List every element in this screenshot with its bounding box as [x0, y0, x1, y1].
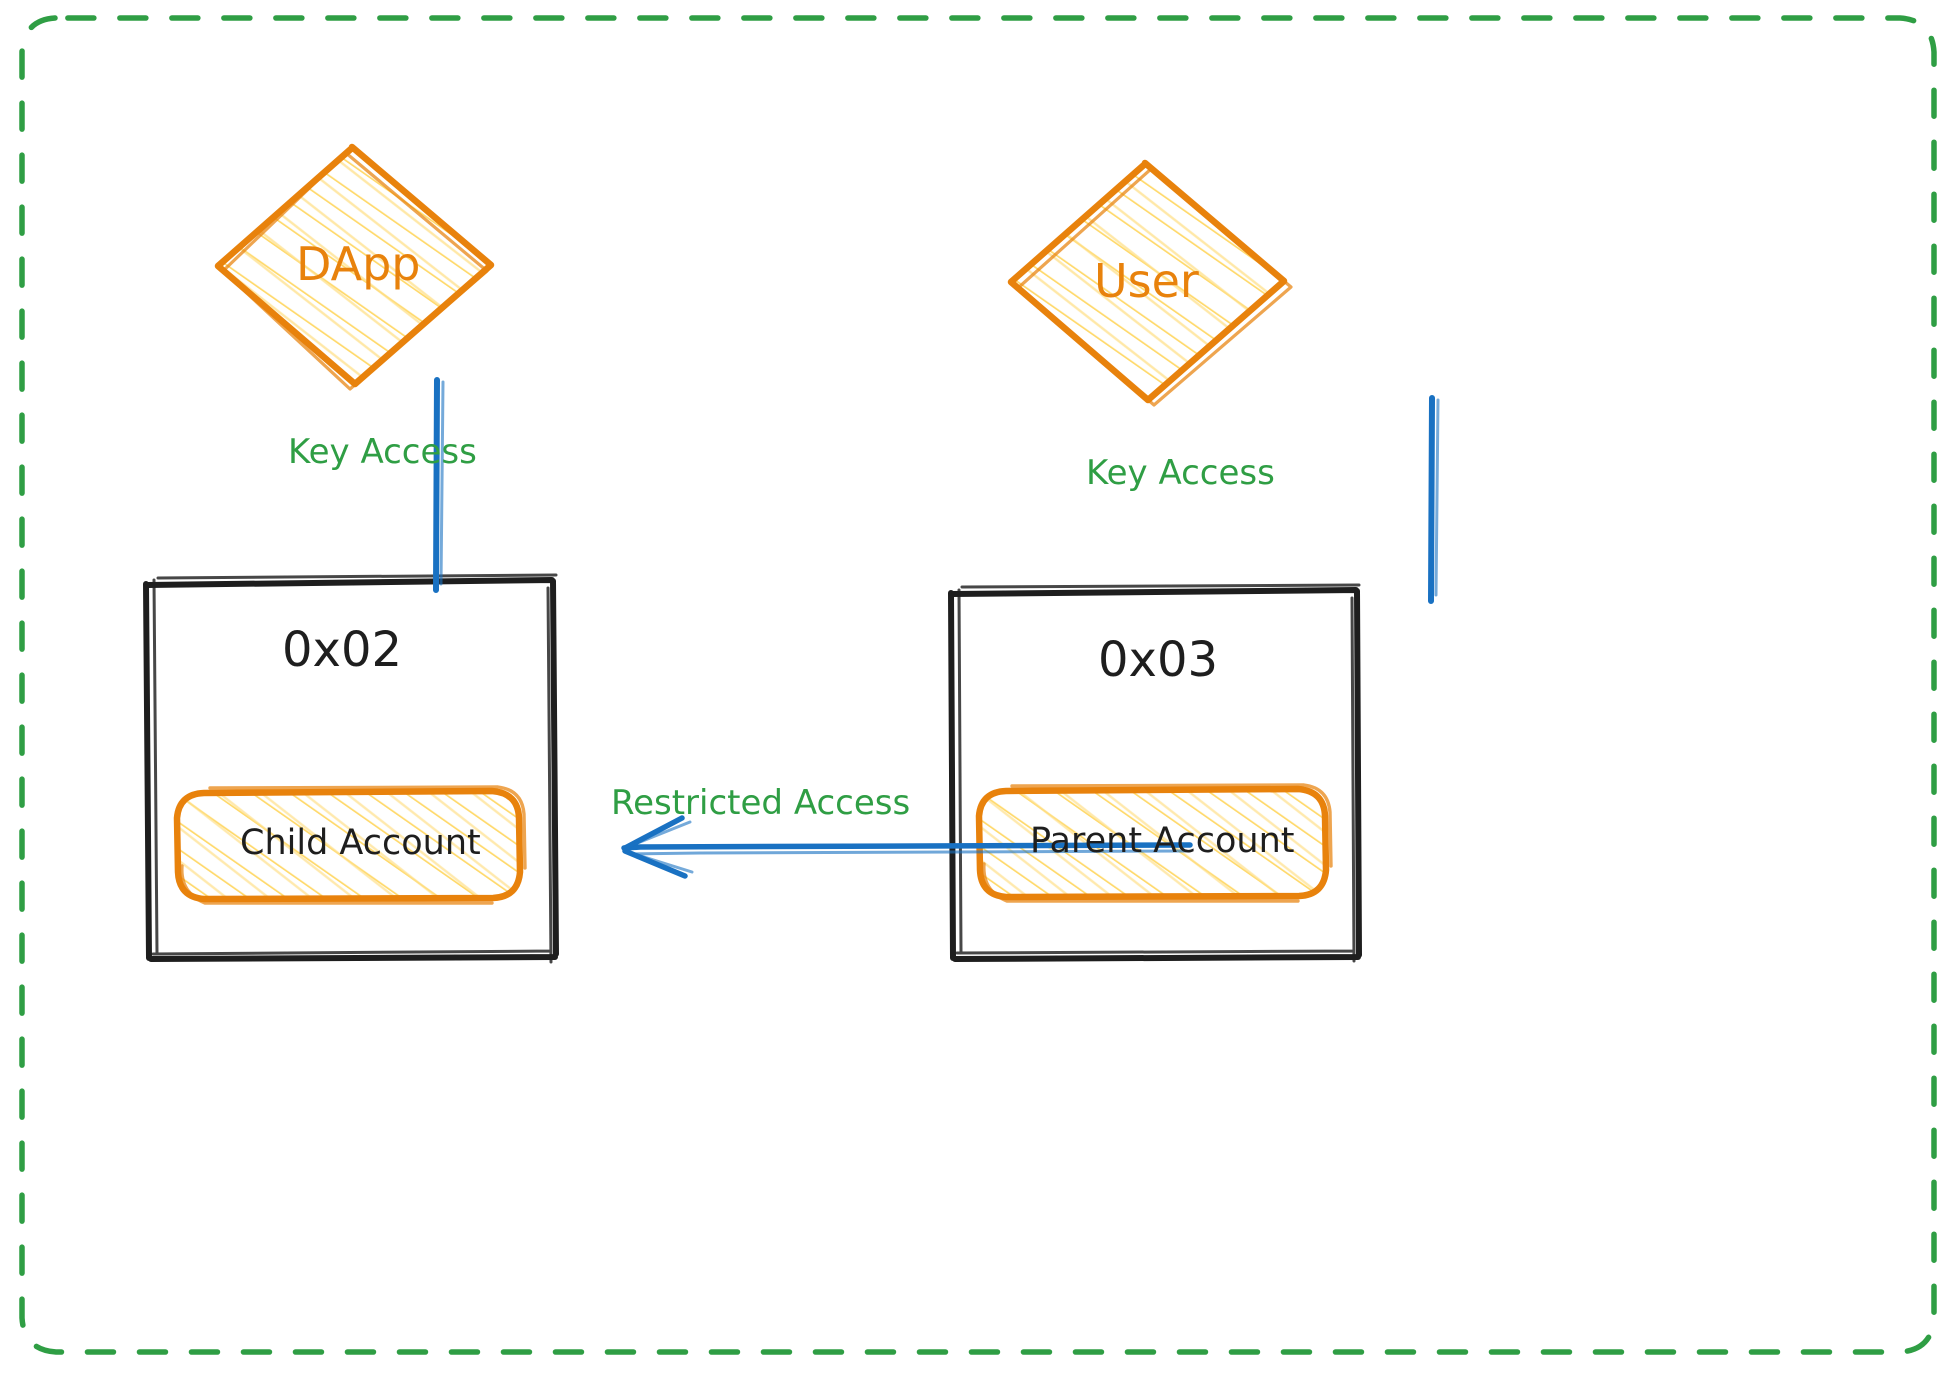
node-user[interactable] [1007, 159, 1293, 407]
node-label-parent-account: Parent Account [1030, 821, 1295, 861]
edge-label-key-access-user: Key Access [1086, 453, 1275, 493]
node-label-acct02: 0x02 [282, 622, 403, 678]
node-label-dapp: DApp [296, 237, 421, 291]
node-label-child-account: Child Account [240, 823, 481, 863]
edge-label-key-access-dapp: Key Access [288, 432, 477, 472]
edge-dapp-to-child[interactable] [433, 377, 445, 593]
edge-label-restricted-access: Restricted Access [611, 783, 911, 823]
edge-parent-to-child[interactable] [621, 815, 1193, 879]
node-dapp[interactable] [214, 143, 495, 391]
edge-user-to-parent[interactable] [1428, 395, 1440, 604]
node-child-account[interactable] [173, 785, 527, 905]
node-label-user: User [1094, 254, 1199, 308]
node-label-acct03: 0x03 [1098, 632, 1219, 688]
